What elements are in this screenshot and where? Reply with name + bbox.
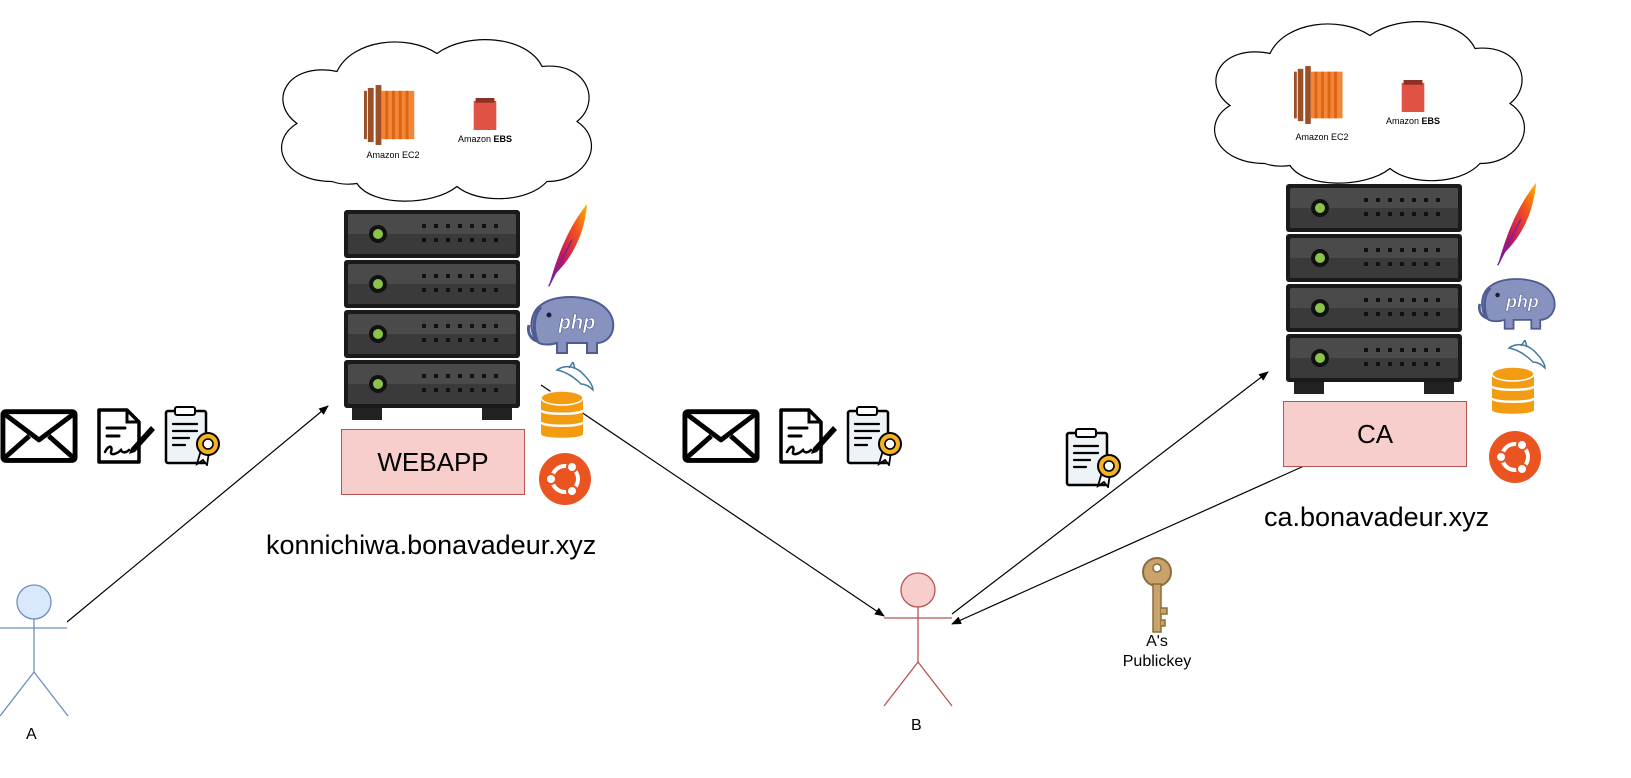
certificate-icon: [846, 406, 903, 466]
envelope-icon: [3, 412, 75, 461]
database-icon: [1491, 366, 1535, 415]
php-elephant-icon: [527, 295, 615, 355]
arrow-a-to-webapp: [66, 405, 329, 623]
amazon-ebs-icon: [1401, 80, 1425, 112]
cloud-icon: [1213, 21, 1526, 184]
ebs-prefix: Amazon: [1385, 116, 1422, 126]
certificate-icon: [164, 406, 221, 466]
ca-box: CA: [1283, 401, 1467, 467]
webapp-domain-label: konnichiwa.bonavadeur.xyz: [266, 530, 597, 560]
webapp-ebs-label: Amazon EBS: [450, 134, 520, 144]
arrow-ca-to-b: [951, 465, 1305, 625]
ebs-prefix: Amazon: [457, 134, 494, 144]
actor-b-label: B: [911, 717, 922, 734]
arrow-b-to-ca: [951, 371, 1269, 615]
cloud-icon: [280, 39, 593, 202]
ebs-bold: EBS: [493, 134, 513, 144]
webapp-ec2-label: Amazon EC2: [366, 150, 420, 160]
ca-server-rack-icon: [1286, 184, 1462, 394]
ca-ebs-label: Amazon EBS: [1378, 116, 1448, 126]
key-icon: [1142, 557, 1172, 633]
ubuntu-icon: [1488, 430, 1542, 484]
key-label-line1: A's: [1146, 633, 1168, 650]
amazon-ec2-icon: [1294, 66, 1343, 124]
mysql-dolphin-icon: [556, 362, 594, 391]
apache-feather-icon: [548, 202, 588, 288]
webapp-box: WEBAPP: [341, 429, 525, 495]
actor-b-figure: [883, 572, 953, 707]
database-icon: [540, 390, 584, 439]
actor-a-figure: [0, 584, 69, 717]
certificate-icon: [1065, 428, 1122, 488]
signed-document-icon: [97, 408, 155, 464]
signed-document-icon: [779, 408, 837, 464]
mysql-dolphin-icon: [1508, 340, 1546, 369]
webapp-cloud: [280, 39, 593, 202]
envelope-icon: [685, 412, 757, 461]
amazon-ebs-icon: [473, 98, 497, 130]
amazon-ec2-icon: [364, 85, 415, 145]
ca-cloud: [1213, 21, 1526, 184]
arrow-webapp-to-b: [540, 384, 885, 617]
key-label: A's Publickey: [1107, 632, 1207, 672]
ebs-bold: EBS: [1421, 116, 1441, 126]
ubuntu-icon: [538, 452, 592, 506]
apache-feather-icon: [1497, 181, 1537, 267]
key-label-line2: Publickey: [1122, 653, 1192, 670]
ca-domain-label: ca.bonavadeur.xyz: [1264, 502, 1490, 532]
actor-a-label: A: [26, 726, 37, 743]
php-elephant-icon: [1478, 277, 1557, 331]
ca-ec2-label: Amazon EC2: [1295, 132, 1349, 142]
webapp-server-rack-icon: [344, 210, 520, 420]
